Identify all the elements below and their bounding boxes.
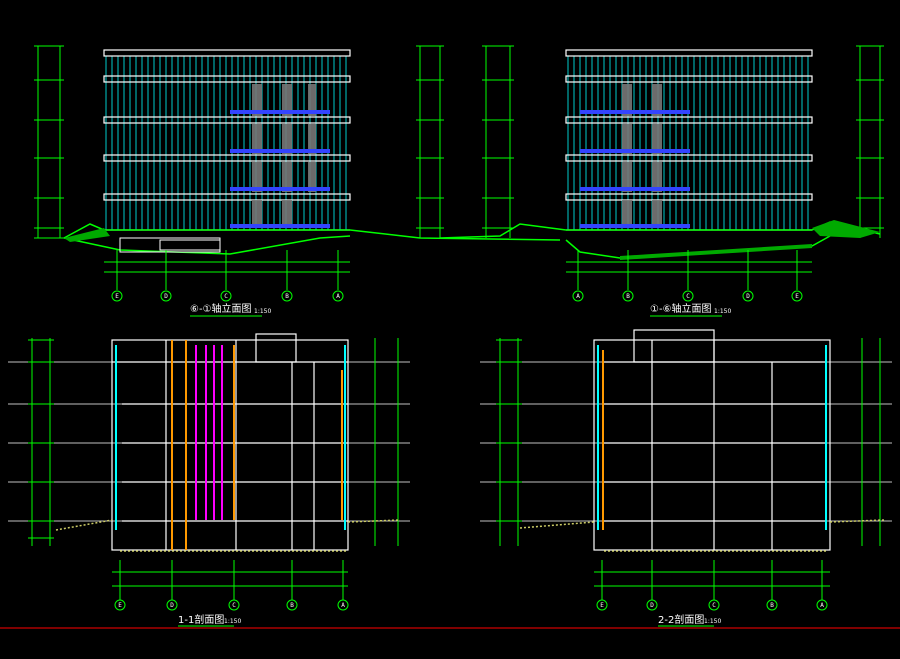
axis-bubble <box>682 290 694 302</box>
axis-bubble <box>766 599 778 611</box>
axis-label: A <box>341 602 345 609</box>
axis-bubble <box>228 599 240 611</box>
axis-label: C <box>232 602 236 609</box>
axis-label: C <box>712 602 716 609</box>
axis-label: D <box>650 602 654 609</box>
drawing-title: ⑥-①轴立面图 <box>190 302 252 315</box>
axis-bubble <box>791 290 803 302</box>
axis-label: C <box>224 293 228 300</box>
axis-label: B <box>770 602 774 609</box>
section-1-drawing: E D C B A 1-1剖面图 1:150 <box>8 333 410 627</box>
axis-label: B <box>285 293 289 300</box>
axis-bubble <box>114 599 126 611</box>
drawing-scale: 1:150 <box>254 308 271 315</box>
drawing-scale: 1:150 <box>224 618 241 625</box>
axis-label: B <box>290 602 294 609</box>
drawing-scale: 1:150 <box>704 618 721 625</box>
axis-label: A <box>820 602 824 609</box>
axis-bubble <box>646 599 658 611</box>
axis-bubble <box>572 290 584 302</box>
axis-label: E <box>118 602 122 609</box>
axis-bubble <box>596 599 608 611</box>
axis-label: E <box>600 602 604 609</box>
drawing-scale: 1:150 <box>714 308 731 315</box>
axis-label: B <box>626 293 630 300</box>
section-2-drawing: E D C B A 2-2剖面图 1:150 <box>480 329 892 627</box>
axis-label: A <box>576 293 580 300</box>
axis-bubble <box>111 290 123 302</box>
axis-bubble <box>742 290 754 302</box>
axis-label: C <box>686 293 690 300</box>
axis-bubble <box>160 290 172 302</box>
axis-bubble <box>166 599 178 611</box>
axis-label: E <box>115 293 119 300</box>
elevation-1-drawing: E D C B A ⑥-①轴立面图 1:150 <box>34 45 561 317</box>
drawing-title: 1-1剖面图 <box>178 613 224 626</box>
axis-bubble <box>622 290 634 302</box>
drawing-title: ①-⑥轴立面图 <box>650 302 712 315</box>
axis-label: D <box>746 293 750 300</box>
axis-bubble <box>281 290 293 302</box>
axis-bubble <box>816 599 828 611</box>
drawing-title: 2-2剖面图 <box>658 613 704 626</box>
axis-bubble <box>337 599 349 611</box>
axis-bubble <box>708 599 720 611</box>
axis-bubble <box>332 290 344 302</box>
axis-label: E <box>795 293 799 300</box>
axis-label: A <box>336 293 340 300</box>
elevation-2-drawing: A B C D E ①-⑥轴立面图 1:150 <box>439 45 884 317</box>
axis-bubble <box>220 290 232 302</box>
axis-label: D <box>164 293 168 300</box>
axis-label: D <box>170 602 174 609</box>
axis-bubble <box>286 599 298 611</box>
